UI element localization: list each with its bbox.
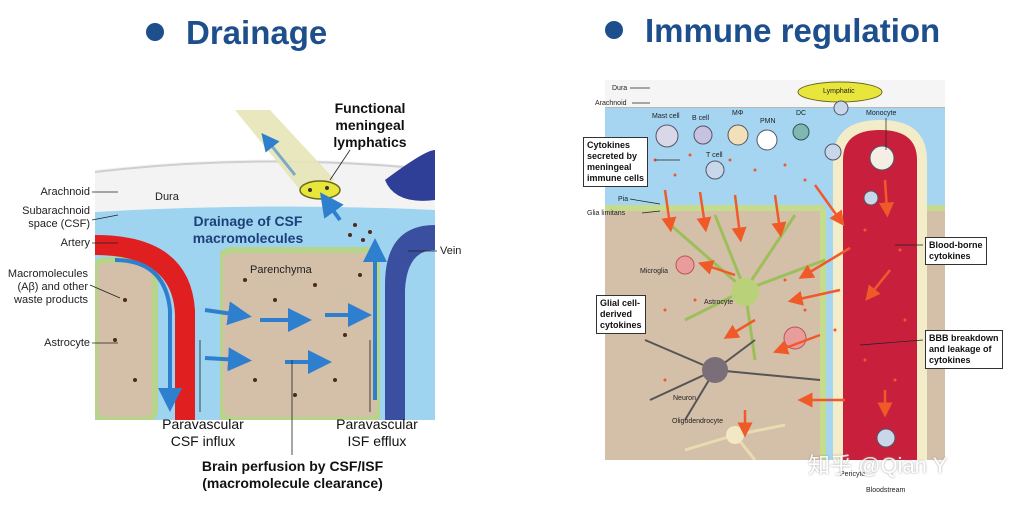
t-cell-icon <box>705 160 725 180</box>
heading-bullet-icon <box>605 21 623 40</box>
label-paravascular-isf-efflux: Paravascular ISF efflux <box>336 416 418 449</box>
immune-regulation-heading: Immune regulation <box>605 12 940 50</box>
label-astrocyte: Astrocyte <box>44 337 90 349</box>
label-neuron: Neuron <box>673 395 696 402</box>
dc-icon <box>792 123 810 141</box>
label-pericyte: Pericyte <box>840 471 866 478</box>
pmn-icon <box>756 129 778 151</box>
label-arachnoid-right: Arachnoid <box>595 100 627 107</box>
meningeal-lymphatic-vessel <box>235 110 335 190</box>
label-t-cell: T cell <box>706 152 723 159</box>
label-b-cell: B cell <box>692 115 710 122</box>
dura-band <box>605 80 945 108</box>
label-arachnoid: Arachnoid <box>40 186 90 198</box>
artery <box>95 235 195 420</box>
label-mphi: MΦ <box>732 110 744 117</box>
label-vein: Vein <box>440 245 462 257</box>
label-microglia: Microglia <box>640 268 669 275</box>
label-dc: DC <box>796 110 807 117</box>
label-brain-perfusion: Brain perfusion by CSF/ISF (macromolecul… <box>201 458 384 491</box>
label-macromolecules: Macromolecules (Aβ) and other waste prod… <box>7 268 88 306</box>
callout-blood-borne-cytokines: Blood-borne cytokines <box>925 237 987 265</box>
callout-bbb-breakdown: BBB breakdown and leakage of cytokines <box>925 330 1003 369</box>
label-parenchyma: Parenchyma <box>250 264 312 276</box>
label-bloodstream: Bloodstream <box>866 487 906 494</box>
label-pmn: PMN <box>760 118 776 125</box>
label-drainage-macromolecules: Drainage of CSF macromolecules <box>192 213 304 246</box>
watermark: 知乎 @Qian Y <box>808 453 948 478</box>
immune-regulation-diagram <box>605 80 945 460</box>
b-cell-icon <box>693 125 713 145</box>
macrophage-icon <box>727 124 749 146</box>
label-subarachnoid: Subarachnoid space (CSF) <box>22 205 90 230</box>
mast-cell-icon <box>655 124 679 148</box>
label-mast-cell: Mast cell <box>652 113 680 120</box>
label-lymphatic: Lymphatic <box>823 88 855 95</box>
label-glia-limitans: Glia limitans <box>587 210 626 217</box>
lymphatic-node <box>299 180 341 200</box>
label-artery: Artery <box>60 237 90 249</box>
drainage-diagram <box>95 110 435 420</box>
microglia-cell <box>675 255 695 275</box>
label-dura: Dura <box>155 191 179 203</box>
label-paravascular-csf-influx: Paravascular CSF influx <box>162 416 244 449</box>
label-monocyte: Monocyte <box>866 110 897 117</box>
label-oligodendrocyte: Oligodendrocyte <box>672 418 723 425</box>
label-functional-lymphatics: Functional meningeal lymphatics <box>333 100 407 150</box>
drainage-heading: Drainage <box>146 14 327 52</box>
vein <box>385 225 435 420</box>
callout-glial-cytokines: Glial cell- derived cytokines <box>596 295 646 334</box>
label-astrocyte-right: Astrocyte <box>704 299 734 306</box>
left-parenchyma <box>95 257 158 420</box>
label-pia: Pia <box>618 196 629 203</box>
heading-bullet-icon <box>146 23 164 42</box>
callout-meningeal-cytokines: Cytokines secreted by meningeal immune c… <box>583 137 649 187</box>
label-dura-right: Dura <box>612 85 628 92</box>
monocyte-icon <box>869 145 895 171</box>
